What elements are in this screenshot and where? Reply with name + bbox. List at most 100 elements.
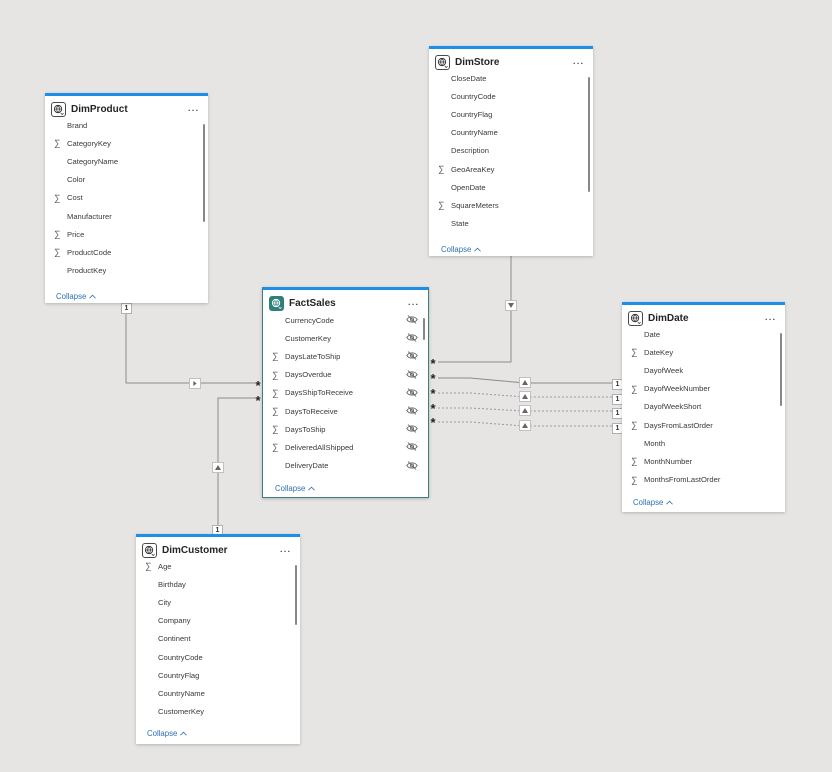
- field-row[interactable]: CountryCode: [136, 648, 300, 666]
- field-row[interactable]: ∑DaysShipToReceive: [263, 384, 428, 402]
- field-row[interactable]: ∑DaysToShip: [263, 420, 428, 438]
- collapse-button[interactable]: Collapse: [275, 484, 316, 493]
- field-row[interactable]: ∑DateKey: [622, 343, 785, 361]
- field-row[interactable]: Color: [45, 171, 208, 189]
- table-header[interactable]: DimStore…: [429, 49, 593, 75]
- field-row[interactable]: DayofWeekShort: [622, 398, 785, 416]
- collapse-button[interactable]: Collapse: [147, 729, 188, 738]
- more-options-icon[interactable]: …: [279, 541, 292, 555]
- field-row[interactable]: CustomerKey: [136, 703, 300, 721]
- filter-direction-up-icon[interactable]: [519, 420, 531, 431]
- more-options-icon[interactable]: …: [407, 294, 420, 308]
- sigma-icon: ∑: [54, 138, 61, 149]
- scrollbar[interactable]: [422, 318, 425, 340]
- field-row[interactable]: CustomerKey: [263, 329, 428, 347]
- eye-hidden-icon[interactable]: [406, 387, 418, 397]
- collapse-button[interactable]: Collapse: [633, 498, 674, 507]
- field-row[interactable]: ∑GeoAreaKey: [429, 160, 593, 178]
- table-header[interactable]: DimDate …: [622, 305, 785, 331]
- eye-hidden-icon[interactable]: [406, 424, 418, 433]
- field-name: MonthsFromLastOrder: [644, 475, 721, 485]
- scrollbar[interactable]: [779, 333, 782, 406]
- eye-hidden-icon[interactable]: [406, 442, 418, 452]
- field-row[interactable]: DeliveryDate: [263, 457, 428, 475]
- field-row[interactable]: CountryName: [429, 124, 593, 142]
- scrollbar[interactable]: [587, 77, 590, 192]
- field-row[interactable]: ∑MonthNumber: [622, 452, 785, 470]
- field-row[interactable]: DayofWeek: [622, 361, 785, 379]
- more-options-icon[interactable]: …: [572, 53, 585, 67]
- field-row[interactable]: ∑Age: [136, 557, 300, 575]
- field-row[interactable]: ∑DaysOverdue: [263, 366, 428, 384]
- field-row[interactable]: Month: [622, 434, 785, 452]
- eye-hidden-icon[interactable]: [406, 369, 418, 379]
- field-row[interactable]: OpenDate: [429, 178, 593, 196]
- field-row[interactable]: Continent: [136, 630, 300, 648]
- filter-direction-up-icon[interactable]: [212, 462, 224, 473]
- eye-hidden-icon[interactable]: [406, 315, 418, 324]
- table-title: DimDate: [648, 312, 689, 324]
- field-name: CategoryKey: [67, 138, 111, 148]
- field-row[interactable]: CountryName: [136, 684, 300, 702]
- field-row[interactable]: CloseDate: [429, 69, 593, 87]
- field-row[interactable]: ∑DayofWeekNumber: [622, 380, 785, 398]
- eye-hidden-icon[interactable]: [406, 351, 418, 361]
- chevron-up-icon: [308, 486, 316, 491]
- field-name: Manufacturer: [67, 211, 112, 221]
- collapse-button[interactable]: Collapse: [56, 292, 97, 301]
- field-row[interactable]: Company: [136, 612, 300, 630]
- scrollbar[interactable]: [202, 124, 205, 222]
- cardinality-many-product: *: [255, 378, 261, 393]
- filter-direction-up-icon[interactable]: [519, 405, 531, 416]
- field-row[interactable]: Date: [622, 325, 785, 343]
- more-options-icon[interactable]: …: [764, 309, 777, 323]
- table-header[interactable]: DimProduct…: [45, 96, 208, 122]
- field-row[interactable]: State: [429, 215, 593, 233]
- field-row[interactable]: ∑ProductCode: [45, 243, 208, 261]
- field-row[interactable]: CurrencyCode: [263, 311, 428, 329]
- table-header[interactable]: FactSales…: [263, 290, 428, 316]
- field-row[interactable]: ∑DeliveredAllShipped: [263, 438, 428, 456]
- filter-direction-down-icon[interactable]: [505, 300, 517, 311]
- field-row[interactable]: ∑Price: [45, 225, 208, 243]
- table-header[interactable]: DimCustomer…: [136, 537, 300, 563]
- field-row[interactable]: CountryCode: [429, 87, 593, 105]
- field-row[interactable]: ∑DaysLateToShip: [263, 347, 428, 365]
- field-row[interactable]: Birthday: [136, 575, 300, 593]
- filter-direction-right-icon[interactable]: [189, 378, 201, 389]
- eye-hidden-icon[interactable]: [406, 460, 418, 470]
- filter-direction-up-icon[interactable]: [519, 391, 531, 402]
- field-row[interactable]: ∑SquareMeters: [429, 196, 593, 214]
- field-row[interactable]: CountryFlag: [429, 105, 593, 123]
- field-name: SquareMeters: [451, 200, 499, 210]
- field-row[interactable]: ∑ CategoryKey: [45, 134, 208, 152]
- field-row[interactable]: Description: [429, 142, 593, 160]
- scrollbar[interactable]: [294, 565, 297, 625]
- collapse-button[interactable]: Collapse: [441, 245, 482, 254]
- field-row[interactable]: CategoryName: [45, 152, 208, 170]
- field-row[interactable]: ∑Cost: [45, 189, 208, 207]
- filter-direction-up-icon[interactable]: [519, 377, 531, 388]
- more-options-icon[interactable]: …: [187, 100, 200, 114]
- field-row[interactable]: CountryFlag: [136, 666, 300, 684]
- field-row[interactable]: ∑MonthsFromLastOrder: [622, 471, 785, 489]
- field-row[interactable]: ∑DaysFromLastOrder: [622, 416, 785, 434]
- field-row[interactable]: ProductKey: [45, 262, 208, 280]
- field-row[interactable]: Manufacturer: [45, 207, 208, 225]
- field-row[interactable]: City: [136, 593, 300, 611]
- field-row[interactable]: ∑DaysToReceive: [263, 402, 428, 420]
- sigma-icon: ∑: [145, 561, 152, 572]
- field-row[interactable]: Brand: [45, 116, 208, 134]
- eye-hidden-icon[interactable]: [406, 406, 418, 415]
- eye-hidden-icon[interactable]: [406, 333, 418, 342]
